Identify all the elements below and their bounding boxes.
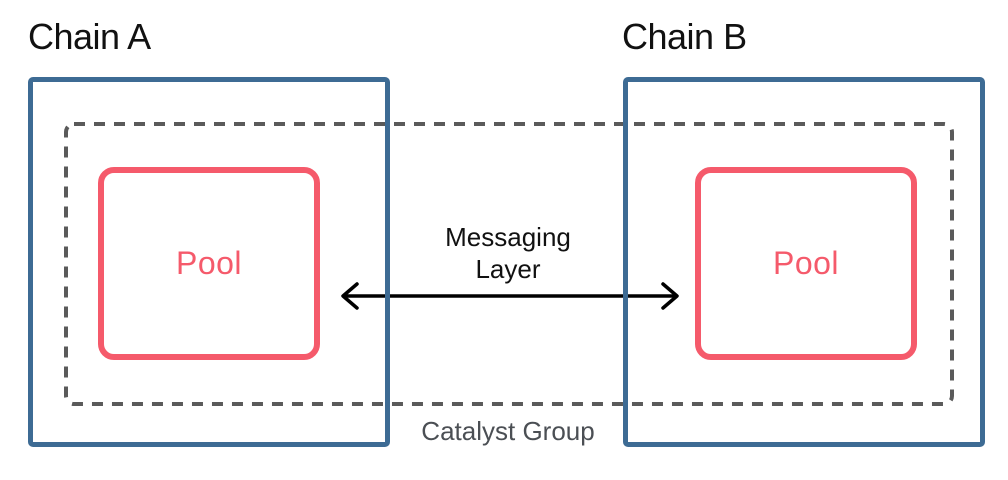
chain-b-pool-label: Pool [772, 245, 840, 281]
chain-a-pool-box: Pool [98, 167, 320, 360]
messaging-layer-label: Messaging Layer [445, 222, 571, 284]
chain-a-label: Chain A [28, 16, 151, 57]
chain-b-label: Chain B [622, 16, 747, 57]
bidirectional-arrow-icon [341, 282, 679, 310]
catalyst-group-label: Catalyst Group [421, 416, 595, 446]
chain-b-box [623, 77, 985, 447]
chain-a-pool-label: Pool [175, 245, 243, 281]
chain-a-box [28, 77, 390, 447]
chain-b-pool-box: Pool [695, 167, 917, 360]
